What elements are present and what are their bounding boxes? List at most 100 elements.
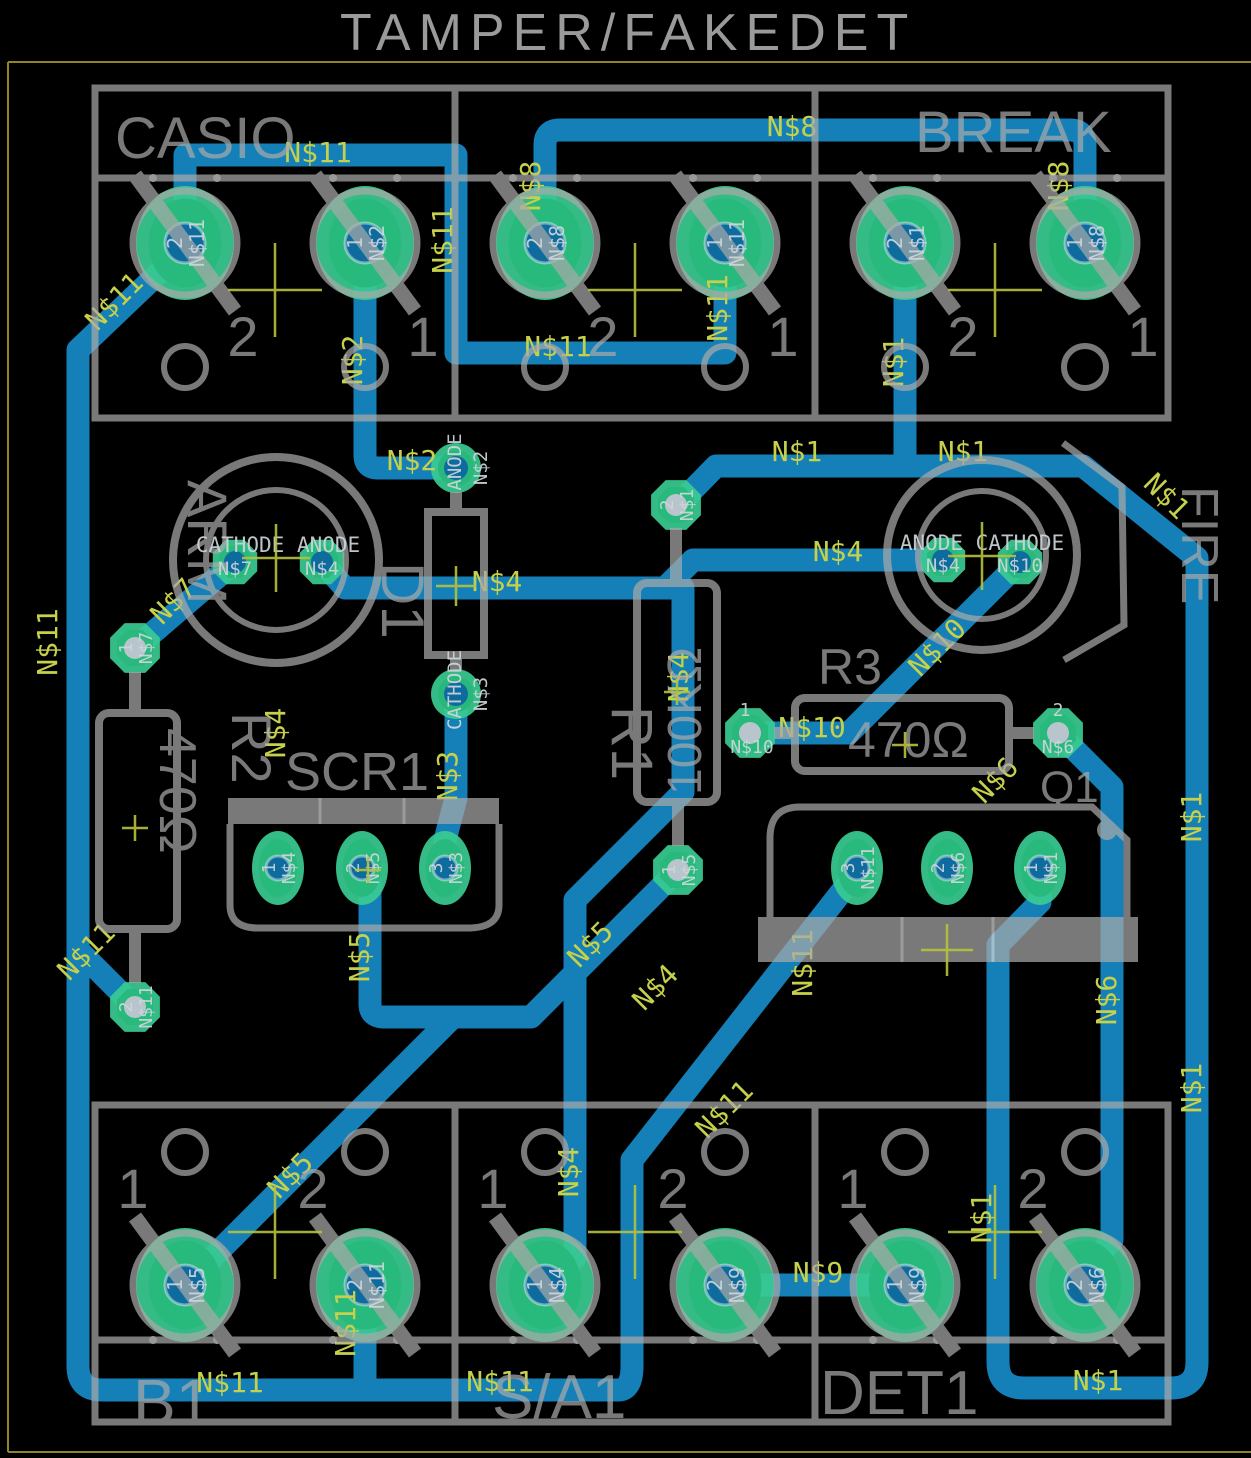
crosshair — [948, 1185, 1042, 1279]
r2-value: 470Ω — [148, 728, 206, 854]
q1-pad-label: 2N$6 — [928, 852, 969, 885]
trace-N$5[interactable] — [173, 1005, 465, 1297]
pilot-hole-top-5 — [881, 343, 929, 391]
pilot-hole-bottom-3 — [521, 1128, 569, 1176]
divider-dot — [329, 1336, 337, 1344]
divider-dot — [329, 174, 337, 182]
net-label-N$11: N$11 — [196, 1366, 263, 1399]
net-label-N$2: N$2 — [336, 335, 369, 386]
scr1-pad-1[interactable] — [252, 831, 304, 905]
pad-ring-top-2 — [309, 187, 421, 299]
d1-name: D1 — [369, 562, 436, 639]
r1-pad-2[interactable] — [651, 480, 701, 530]
r2-pad-1-hole — [124, 637, 146, 659]
conn-pad-bottom-label-6: 2N$6 — [1063, 1267, 1109, 1303]
conn-pad-top-label-5: 2N$1 — [883, 225, 929, 261]
r1-value: 100KΩ — [659, 647, 712, 795]
crosshair — [588, 243, 682, 337]
r2-pad-2[interactable] — [110, 982, 160, 1032]
pilot-hole-top-4 — [701, 343, 749, 391]
pad-number-top: 2 — [947, 305, 978, 368]
conn-pad-bottom-label-4: 2N$9 — [703, 1267, 749, 1303]
r2-name: R2 — [220, 712, 283, 784]
divider-dot — [1049, 174, 1057, 182]
conn-pad-top-label-4: 1N$11 — [703, 219, 749, 267]
pad-slash-bottom-5 — [848, 1212, 962, 1358]
block-label-det1: DET1 — [820, 1359, 978, 1428]
scr1-name: SCR1 — [285, 742, 429, 802]
r3-pad1-num: 1 — [740, 700, 751, 721]
pilot-hole-bottom-6 — [1061, 1128, 1109, 1176]
net-label-N$3: N$3 — [431, 751, 464, 802]
d1-cathode-pad[interactable] — [431, 669, 481, 719]
led-fire-anode-pad[interactable] — [920, 537, 966, 583]
d1-anode-pad[interactable] — [431, 443, 481, 493]
pad-number-top: 2 — [227, 305, 258, 368]
q1-pad-1[interactable] — [1014, 831, 1066, 905]
q1-outline — [766, 803, 1131, 917]
r1-pad-1[interactable] — [653, 845, 703, 895]
divider-dot — [753, 174, 761, 182]
crosshair — [921, 924, 973, 976]
r3-pad2-num: 2 — [1053, 700, 1064, 721]
conn-pad-bottom-label-3: 1N$4 — [523, 1267, 569, 1303]
led-fire-frame — [1060, 440, 1128, 664]
q1-pad-2[interactable] — [921, 831, 973, 905]
q1-pad-label: 3N$11 — [838, 846, 879, 889]
q1-pad-1-hole — [1026, 854, 1054, 882]
q1-pin1-dot — [1097, 820, 1117, 840]
crosshairs — [122, 243, 1042, 1279]
led-arm-anode-pad[interactable] — [299, 539, 345, 585]
led-arm-label: ARM — [176, 480, 239, 604]
led-fire-anode-pad-hole — [932, 549, 954, 571]
block-label-b1: B1 — [133, 1366, 211, 1438]
r3-pad-2[interactable] — [1033, 708, 1083, 758]
r3-value: 470Ω — [848, 712, 969, 768]
r2-pad2-label: 2N$11 — [116, 985, 157, 1028]
q1-pad-3[interactable] — [831, 831, 883, 905]
pad-ring-bottom-4 — [669, 1229, 781, 1341]
pilot-hole-bottom-2 — [341, 1128, 389, 1176]
led-arm-anode-net: N$4 — [305, 558, 339, 580]
pad-number-bottom: 1 — [117, 1157, 148, 1220]
led-arm-cathode-net: N$7 — [218, 558, 252, 580]
pad-slash-bottom-3 — [488, 1212, 602, 1358]
q1-pad-3-hole — [843, 854, 871, 882]
trace-N$2[interactable] — [353, 231, 468, 480]
scr1-pad-3[interactable] — [419, 831, 471, 905]
conn-pad-top-label-2: 1N$2 — [343, 225, 389, 261]
net-label-N$1: N$1 — [1175, 792, 1208, 843]
net-label-N$11: N$11 — [284, 136, 351, 169]
net-label-N$6: N$6 — [1090, 975, 1123, 1026]
net-label-N$4: N$4 — [259, 708, 292, 759]
led-arm-cathode-pad[interactable] — [212, 539, 258, 585]
pilot-hole-bottom-5 — [881, 1128, 929, 1176]
pad-ring-bottom-5 — [849, 1229, 961, 1341]
pad-number-top: 2 — [587, 305, 618, 368]
block-label-break: BREAK — [915, 100, 1112, 165]
divider-dot — [689, 1336, 697, 1344]
net-label-N$4: N$4 — [813, 535, 864, 568]
net-label-N$11: N$11 — [701, 274, 734, 341]
pad-slash-top-6 — [1028, 170, 1142, 316]
r2-pad-1[interactable] — [110, 623, 160, 673]
pilot-hole-top-2 — [341, 343, 389, 391]
board-outline — [7, 61, 1251, 1453]
led-arm-outline — [169, 453, 383, 667]
crosshair — [436, 566, 476, 606]
divider-dot — [869, 1336, 877, 1344]
divider-dot — [689, 174, 697, 182]
trace-N$5[interactable] — [350, 858, 690, 1029]
r2-pad1-label: 1N$7 — [116, 632, 157, 665]
board-title: TAMPER/FAKEDET — [340, 4, 916, 62]
r3-pad-1[interactable] — [725, 708, 775, 758]
conn-pad-bottom-label-2: 2N$11 — [343, 1261, 389, 1309]
d1-anode-net: N$2 — [470, 451, 492, 485]
led-fire-label: FIRE — [1170, 486, 1228, 604]
block-top-3 — [811, 84, 1172, 422]
crosshair — [588, 1185, 682, 1279]
pad-ring-bottom-3 — [489, 1229, 601, 1341]
